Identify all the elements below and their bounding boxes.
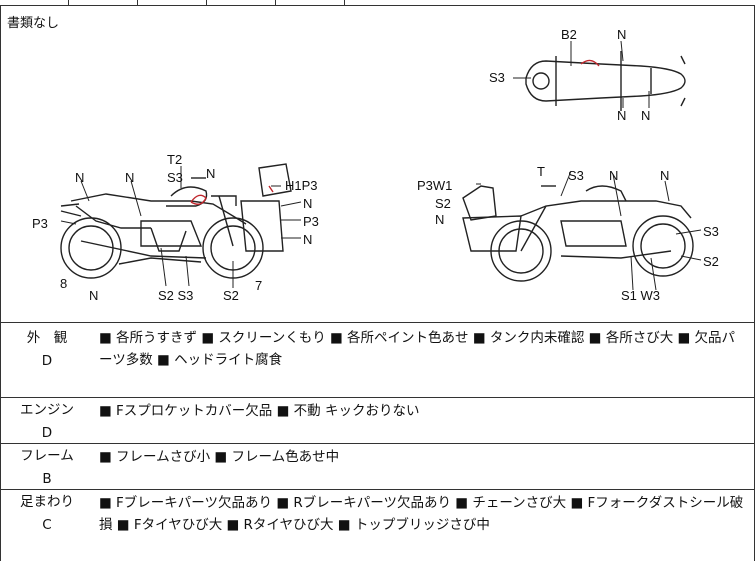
label-p3: P3 <box>32 216 48 231</box>
row-category: フレーム <box>20 448 74 464</box>
label-n: N <box>435 212 444 227</box>
label-n: N <box>303 232 312 247</box>
label-p3w1: P3W1 <box>417 178 452 193</box>
label-n: N <box>206 166 215 181</box>
top-strip <box>0 0 755 6</box>
label-n: N <box>617 108 626 123</box>
label-s2-s3: S2 S3 <box>158 288 193 303</box>
label-n: N <box>89 288 98 303</box>
label-p3: P3 <box>303 214 319 229</box>
label-n: N <box>617 27 626 42</box>
label-n: N <box>303 196 312 211</box>
label-n: N <box>660 168 669 183</box>
label-s1-w3: S1 W3 <box>621 288 660 303</box>
label-t: T <box>537 164 545 179</box>
left-bike-drawing <box>60 163 292 279</box>
label-n: N <box>609 168 618 183</box>
label-s3: S3 <box>489 70 505 85</box>
label-n: N <box>75 170 84 185</box>
label-s3: S3 <box>167 170 183 185</box>
damage-marks <box>190 59 600 205</box>
row-grade: D <box>41 425 53 441</box>
condition-row-appearance: 外 観 D ■ 各所うすきず ■ スクリーンくもり ■ 各所ペイント色あせ ■ … <box>0 323 755 398</box>
row-category: エンジン <box>20 402 74 418</box>
label-t2: T2 <box>167 152 182 167</box>
row-grade: B <box>42 471 52 487</box>
condition-row-frame: フレーム B ■ フレームさび小 ■ フレーム色あせ中 <box>0 444 755 490</box>
label-7: 7 <box>255 278 262 293</box>
diagram-panel: 書類なし <box>0 5 755 323</box>
label-8: 8 <box>60 276 67 291</box>
leader-lines <box>60 40 702 291</box>
label-h1p3: H1P3 <box>285 178 318 193</box>
row-description: ■ Fスプロケットカバー欠品 ■ 不動 キックおりない <box>99 403 420 419</box>
top-bike-drawing <box>525 51 686 111</box>
label-s2: S2 <box>223 288 239 303</box>
row-description: ■ Fブレーキパーツ欠品あり ■ Rブレーキパーツ欠品あり ■ チェーンさび大 … <box>99 495 744 533</box>
motorcycle-diagram: T2 N S3 N N P3 H1P3 N P3 N 8 N S2 S3 S2 … <box>32 27 719 303</box>
label-b2: B2 <box>561 27 577 42</box>
row-description: ■ 各所うすきず ■ スクリーンくもり ■ 各所ペイント色あせ ■ タンク内未確… <box>99 330 736 368</box>
label-s2: S2 <box>703 254 719 269</box>
condition-row-engine: エンジン D ■ Fスプロケットカバー欠品 ■ 不動 キックおりない <box>0 398 755 444</box>
label-s2: S2 <box>435 196 451 211</box>
label-s3: S3 <box>703 224 719 239</box>
label-s3: S3 <box>568 168 584 183</box>
right-bike-drawing <box>462 185 694 282</box>
condition-row-suspension: 足まわり C ■ Fブレーキパーツ欠品あり ■ Rブレーキパーツ欠品あり ■ チ… <box>0 490 755 561</box>
label-n: N <box>641 108 650 123</box>
label-n: N <box>125 170 134 185</box>
part-labels: T2 N S3 N N P3 H1P3 N P3 N 8 N S2 S3 S2 … <box>32 27 719 303</box>
documents-note: 書類なし <box>7 16 60 31</box>
row-description: ■ フレームさび小 ■ フレーム色あせ中 <box>99 449 340 465</box>
row-grade: C <box>42 517 52 533</box>
row-grade: D <box>41 353 53 369</box>
row-category: 足まわり <box>20 494 74 510</box>
row-category: 外 観 <box>26 330 68 346</box>
